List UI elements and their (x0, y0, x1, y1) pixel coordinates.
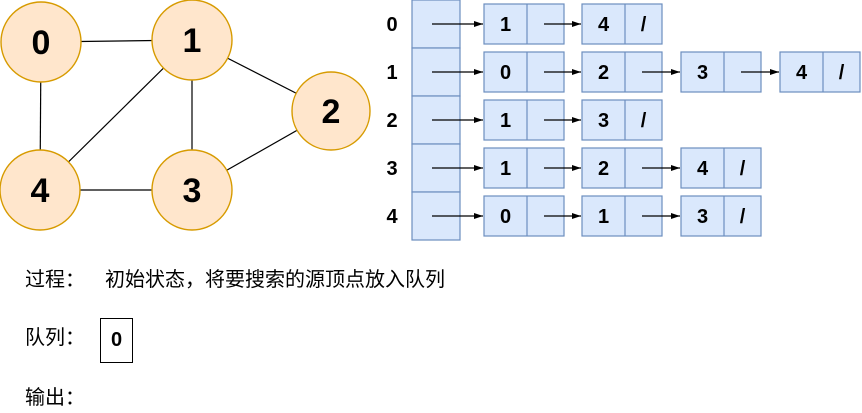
graph-node-label-0: 0 (32, 24, 51, 62)
process-label: 过程： (25, 269, 85, 291)
adj-node-value: 3 (598, 110, 609, 132)
graph-node-3: 3 (151, 149, 233, 231)
graph-node-2: 2 (291, 71, 371, 151)
adj-null-symbol: / (641, 14, 647, 36)
adj-node-box (680, 195, 762, 237)
adj-null-symbol: / (839, 62, 845, 84)
queue-item-box: 0 (100, 318, 133, 363)
output-label: 输出： (25, 387, 85, 409)
adj-node-value: 2 (598, 62, 609, 84)
adj-row-label-0: 0 (386, 14, 397, 36)
queue-item-value: 0 (110, 329, 123, 351)
adj-node-value: 1 (500, 14, 511, 36)
adj-node-value: 3 (697, 62, 708, 84)
adj-node-value: 1 (500, 158, 511, 180)
adj-row-label-4: 4 (386, 206, 398, 228)
graph-node-label-3: 3 (183, 172, 202, 210)
adj-row-label-3: 3 (386, 158, 397, 180)
adj-node-value: 4 (598, 14, 610, 36)
adj-node-value: 0 (500, 206, 511, 228)
graph-node-label-4: 4 (31, 172, 50, 210)
adj-null-symbol: / (740, 158, 746, 180)
graph-node-4: 4 (0, 149, 81, 231)
graph-node-circle-0 (0, 1, 82, 83)
adj-node-3-4: 4/ (680, 147, 762, 189)
adj-node-value: 1 (500, 110, 511, 132)
adj-node-box (680, 147, 762, 189)
graph-node-0: 0 (0, 1, 82, 83)
adj-row-label-2: 2 (386, 110, 397, 132)
adj-null-symbol: / (740, 206, 746, 228)
adj-node-value: 2 (598, 158, 609, 180)
graph-node-circle-1 (151, 0, 233, 81)
adj-node-4-3: 3/ (680, 195, 762, 237)
adj-node-0-4: 4/ (581, 3, 663, 45)
adj-null-symbol: / (641, 110, 647, 132)
adj-node-value: 1 (598, 206, 609, 228)
graph-node-circle-2 (291, 71, 371, 151)
adj-node-value: 3 (697, 206, 708, 228)
graph-node-label-1: 1 (183, 22, 202, 60)
graph-node-circle-3 (151, 149, 233, 231)
graph-node-circle-4 (0, 149, 81, 231)
adj-node-value: 4 (796, 62, 808, 84)
graph-node-1: 1 (151, 0, 233, 81)
queue-label: 队列： (25, 327, 85, 349)
adj-node-value: 0 (500, 62, 511, 84)
adj-node-2-3: 3/ (581, 99, 663, 141)
adj-node-box (581, 3, 663, 45)
adj-node-box (779, 51, 861, 93)
adj-node-1-4: 4/ (779, 51, 861, 93)
adj-row-label-1: 1 (386, 62, 397, 84)
adj-node-box (581, 99, 663, 141)
graph: 0 1 2 3 4 (0, 0, 371, 231)
graph-node-label-2: 2 (322, 93, 341, 131)
adj-node-value: 4 (697, 158, 709, 180)
process-text: 初始状态，将要搜索的源顶点放入队列 (105, 269, 445, 291)
